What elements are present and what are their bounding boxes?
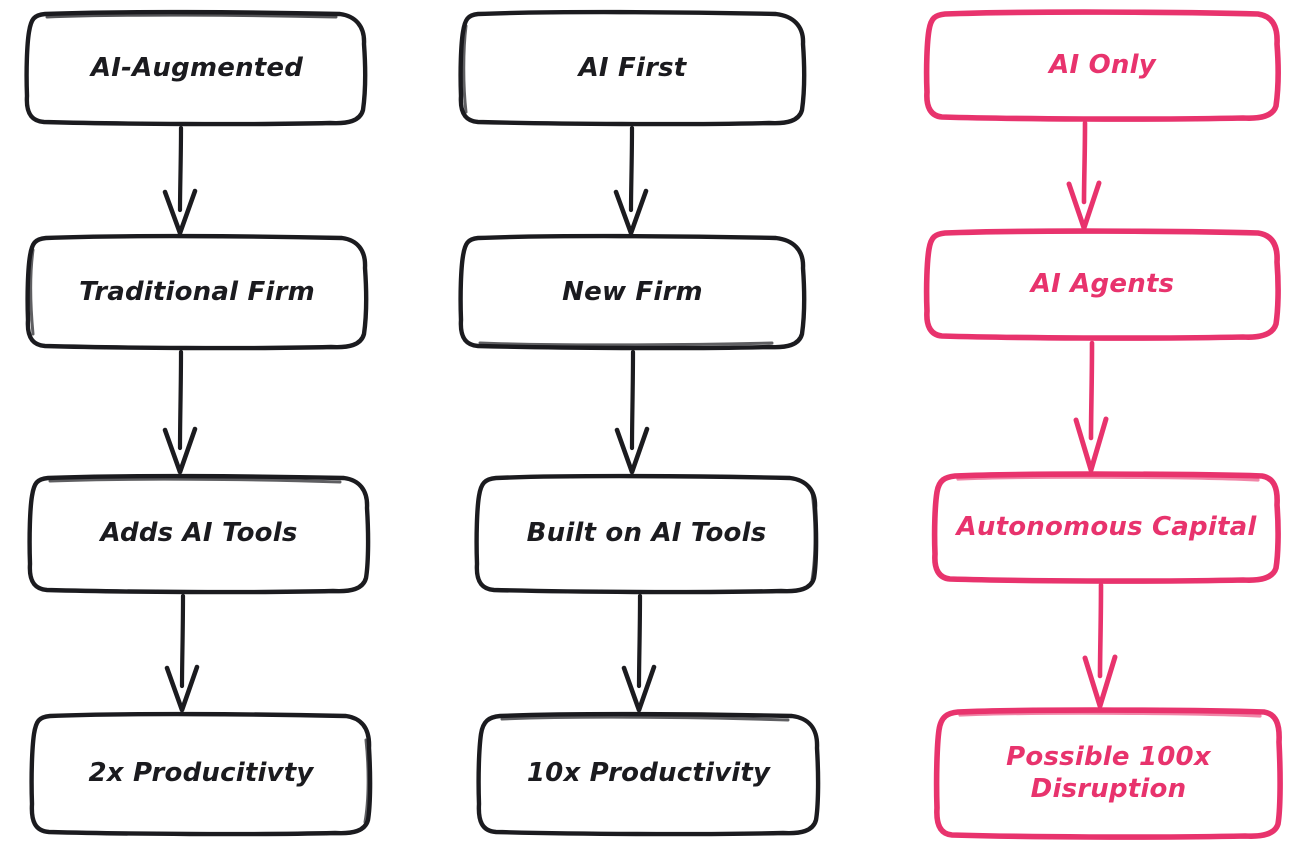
node-possible-100x-disruption[interactable] [936, 710, 1281, 838]
edge-arrow-ai-agents-to-autonomous-capital [1073, 340, 1109, 473]
node-new-firm[interactable] [460, 236, 805, 349]
edge-arrow-autonomous-capital-to-possible-100x-disruption [1082, 582, 1118, 709]
node-shape-ai-only [923, 9, 1281, 122]
edge-arrow-ai-augmented-to-traditional-firm [162, 125, 198, 236]
node-shape-possible-100x-disruption [933, 707, 1283, 840]
node-shape-autonomous-capital [931, 471, 1281, 584]
node-ai-first[interactable] [460, 12, 805, 125]
node-built-on-ai-tools[interactable] [476, 476, 817, 592]
node-shape-new-firm [458, 233, 807, 351]
node-ai-augmented[interactable] [27, 12, 367, 125]
node-ai-agents[interactable] [926, 231, 1279, 339]
node-shape-built-on-ai-tools [474, 473, 819, 595]
node-shape-10x-productivity [476, 711, 821, 837]
edge-arrow-built-on-ai-tools-to-10x-productivity [621, 593, 657, 713]
node-10x-productivity[interactable] [478, 714, 819, 834]
edge-arrow-adds-ai-tools-to-2x-productivity [164, 593, 200, 713]
node-2x-productivity[interactable] [31, 714, 371, 834]
node-shape-ai-agents [923, 228, 1281, 341]
edge-arrow-new-firm-to-built-on-ai-tools [614, 349, 650, 475]
edge-arrow-ai-first-to-new-firm [613, 125, 649, 236]
node-shape-traditional-firm [25, 233, 369, 351]
edge-arrow-ai-only-to-ai-agents [1066, 120, 1102, 231]
node-shape-ai-first [458, 9, 807, 127]
node-autonomous-capital[interactable] [934, 474, 1279, 582]
node-adds-ai-tools[interactable] [29, 476, 369, 592]
node-shape-2x-productivity [29, 711, 373, 837]
node-traditional-firm[interactable] [27, 236, 367, 349]
edge-arrow-traditional-firm-to-adds-ai-tools [162, 349, 198, 475]
node-shape-ai-augmented [24, 9, 368, 127]
node-shape-adds-ai-tools [27, 473, 371, 595]
node-ai-only[interactable] [926, 12, 1279, 120]
